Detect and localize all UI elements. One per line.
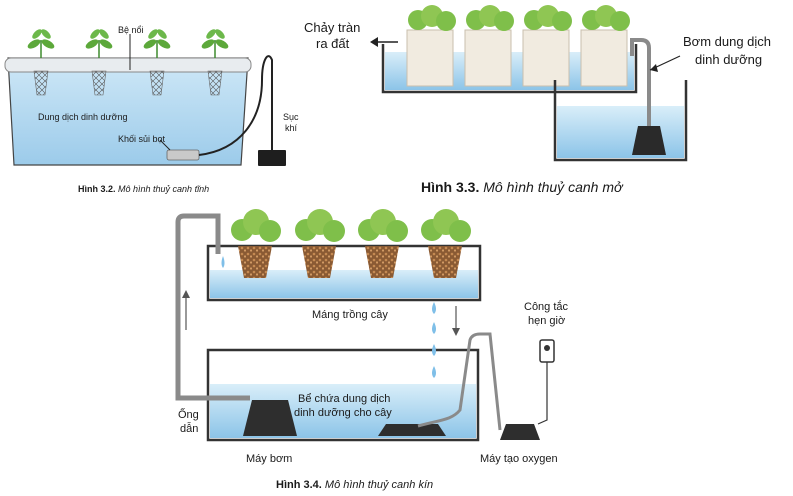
label-channel: Máng trồng cây [312, 309, 388, 321]
label-pump: Máy bơm [246, 453, 292, 465]
caption-3-2-text: Mô hình thuỷ canh tĩnh [116, 184, 210, 194]
submersible-pump [632, 126, 666, 155]
timer-dial-icon [544, 345, 550, 351]
caption-3-3-number: Hình 3.3. [421, 179, 479, 195]
label-lid: Bệ nổi [118, 25, 144, 35]
label-pump-1: Bơm dung dịch [683, 34, 771, 49]
supply-pipe [630, 38, 651, 126]
air-pump [258, 150, 286, 166]
net-pot-4 [201, 29, 229, 96]
figure-3-2: Bệ nổi Dung dịch dinh dưỡng Khối sủi bọt… [4, 25, 299, 194]
label-pipe-1: Ống [178, 407, 199, 421]
label-overflow-1: Chảy tràn [304, 20, 360, 35]
caption-3-2-number: Hình 3.2. [78, 184, 116, 194]
grow-block-2 [464, 5, 514, 87]
oxygen-machine [500, 424, 540, 440]
upper-tray [381, 44, 638, 94]
lettuce-pot-2 [295, 209, 345, 278]
label-timer-1: Công tắc [524, 300, 569, 313]
label-overflow-2: ra đất [316, 36, 350, 51]
label-reservoir-1: Bể chứa dung dịch [298, 393, 390, 405]
caption-3-4-number: Hình 3.4. [276, 479, 322, 491]
airstone-pointer [159, 139, 171, 151]
label-timer-2: hẹn giờ [528, 315, 565, 327]
label-oxygen: Máy tạo oxygen [480, 453, 558, 465]
air-stone [166, 149, 200, 161]
net-pot-1 [27, 29, 55, 96]
overflow-arrow-head [370, 37, 378, 47]
caption-3-4-text: Mô hình thuỷ canh kín [322, 479, 433, 491]
figure-3-4: Máng trồng cây Bể chứa dung dịch dinh dư… [175, 209, 569, 491]
grow-block-4 [580, 5, 630, 87]
air-line [417, 332, 502, 431]
net-pot-3 [143, 29, 171, 96]
grow-block-3 [522, 5, 572, 87]
floating-lid [4, 57, 252, 73]
label-solution: Dung dịch dinh dưỡng [38, 112, 128, 122]
water-drop [221, 256, 225, 268]
net-pot-2 [85, 29, 113, 96]
air-diffuser [378, 424, 446, 436]
lettuce-pot-4 [421, 209, 471, 278]
water-drop [432, 322, 436, 334]
label-aerator-2: khí [285, 123, 298, 133]
label-pump-2: dinh dưỡng [695, 52, 762, 67]
water-pump [243, 400, 297, 436]
caption-3-3-text: Mô hình thuỷ canh mở [479, 179, 624, 195]
label-air-stone: Khối sủi bọt [118, 134, 166, 144]
water-drop [432, 344, 436, 356]
lower-reservoir [553, 80, 688, 162]
up-flow-arrow-head [182, 290, 190, 298]
lettuce-pot-1 [231, 209, 281, 278]
grow-block-1 [406, 5, 456, 87]
air-tube [198, 55, 273, 156]
water-drop [432, 302, 436, 314]
label-pipe-2: dẫn [180, 422, 198, 435]
lettuce-pot-3 [358, 209, 408, 278]
timer-cable [537, 362, 548, 425]
label-reservoir-2: dinh dưỡng cho cây [294, 407, 392, 419]
pump-pointer-head [650, 64, 658, 72]
label-aerator-1: Sục [283, 112, 299, 122]
caption-3-2: Hình 3.2. Mô hình thuỷ canh tĩnh [78, 184, 209, 194]
figure-3-3: Chảy tràn ra đất Bơm dung dịch dinh dưỡn… [304, 5, 771, 195]
caption-3-3: Hình 3.3. Mô hình thuỷ canh mở [421, 179, 624, 195]
caption-3-4: Hình 3.4. Mô hình thuỷ canh kín [276, 479, 433, 491]
delivery-pipe [175, 213, 250, 401]
down-flow-arrow-head [452, 328, 460, 336]
water-drop [432, 366, 436, 378]
